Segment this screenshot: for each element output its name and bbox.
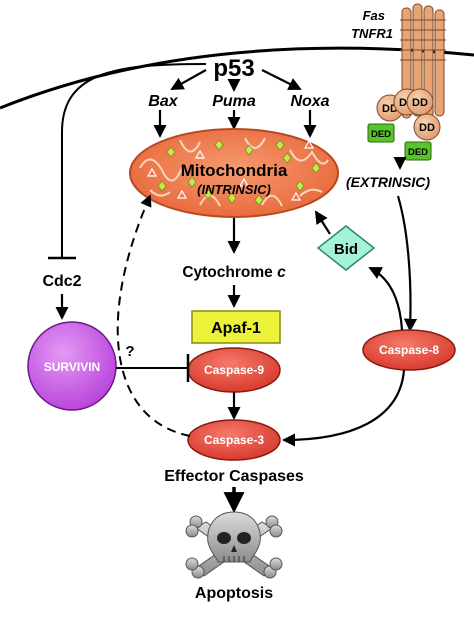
svg-text:DD: DD bbox=[419, 122, 435, 134]
puma-label: Puma bbox=[212, 93, 256, 110]
extrinsic-label: (EXTRINSIC) bbox=[346, 174, 430, 190]
arrow-bid-mito bbox=[314, 210, 331, 235]
feedback-caspase3-mito bbox=[116, 194, 191, 437]
death-domain: DD bbox=[413, 113, 441, 141]
apaf1-box bbox=[191, 310, 281, 344]
survivin-label: SURVIVIN bbox=[44, 360, 100, 374]
death-domain: DD bbox=[406, 88, 434, 116]
noxa-label: Noxa bbox=[290, 93, 329, 110]
skull-crossbones-icon bbox=[185, 511, 283, 579]
svg-text:DED: DED bbox=[371, 129, 391, 140]
mitochondria bbox=[129, 128, 339, 218]
caspase3-label: Caspase-3 bbox=[204, 433, 264, 447]
caspase8-label: Caspase-8 bbox=[379, 343, 439, 357]
arrow-extrinsic-caspase8 bbox=[396, 195, 418, 332]
bid-label: Bid bbox=[334, 241, 358, 258]
p53-label: p53 bbox=[213, 55, 254, 82]
ded-domain: DED bbox=[404, 141, 432, 161]
caspase8-node bbox=[362, 329, 456, 371]
mitochondria-label: Mitochondria bbox=[181, 161, 288, 180]
arrow-caspase8-bid bbox=[368, 267, 404, 331]
fas-label: Fas bbox=[363, 8, 385, 23]
ded-domain: DED bbox=[367, 123, 395, 143]
intrinsic-label: (INTRINSIC) bbox=[197, 182, 271, 197]
bax-label: Bax bbox=[148, 93, 178, 110]
tnfr1-label: TNFR1 bbox=[351, 26, 393, 41]
apaf1-label: Apaf-1 bbox=[211, 320, 261, 337]
survivin-node bbox=[27, 321, 117, 411]
cytochrome-c-label: Cytochrome c bbox=[182, 264, 286, 281]
arrow-caspase8-caspase3 bbox=[282, 369, 406, 447]
caspase3-node bbox=[187, 419, 281, 461]
effector-caspases-label: Effector Caspases bbox=[164, 468, 304, 485]
apoptosis-label: Apoptosis bbox=[195, 585, 273, 602]
svg-text:DD: DD bbox=[412, 97, 428, 109]
arrow-p53-noxa bbox=[261, 69, 302, 90]
bid-node bbox=[316, 225, 376, 271]
question-mark: ? bbox=[125, 343, 134, 360]
svg-text:DED: DED bbox=[408, 147, 428, 158]
caspase9-label: Caspase-9 bbox=[204, 363, 264, 377]
svg-text:DD: DD bbox=[382, 103, 398, 115]
cell-membrane bbox=[0, 46, 474, 110]
cdc2-label: Cdc2 bbox=[42, 273, 81, 290]
arrow-p53-bax bbox=[170, 69, 207, 90]
inhibition-p53-cdc2 bbox=[61, 63, 207, 258]
